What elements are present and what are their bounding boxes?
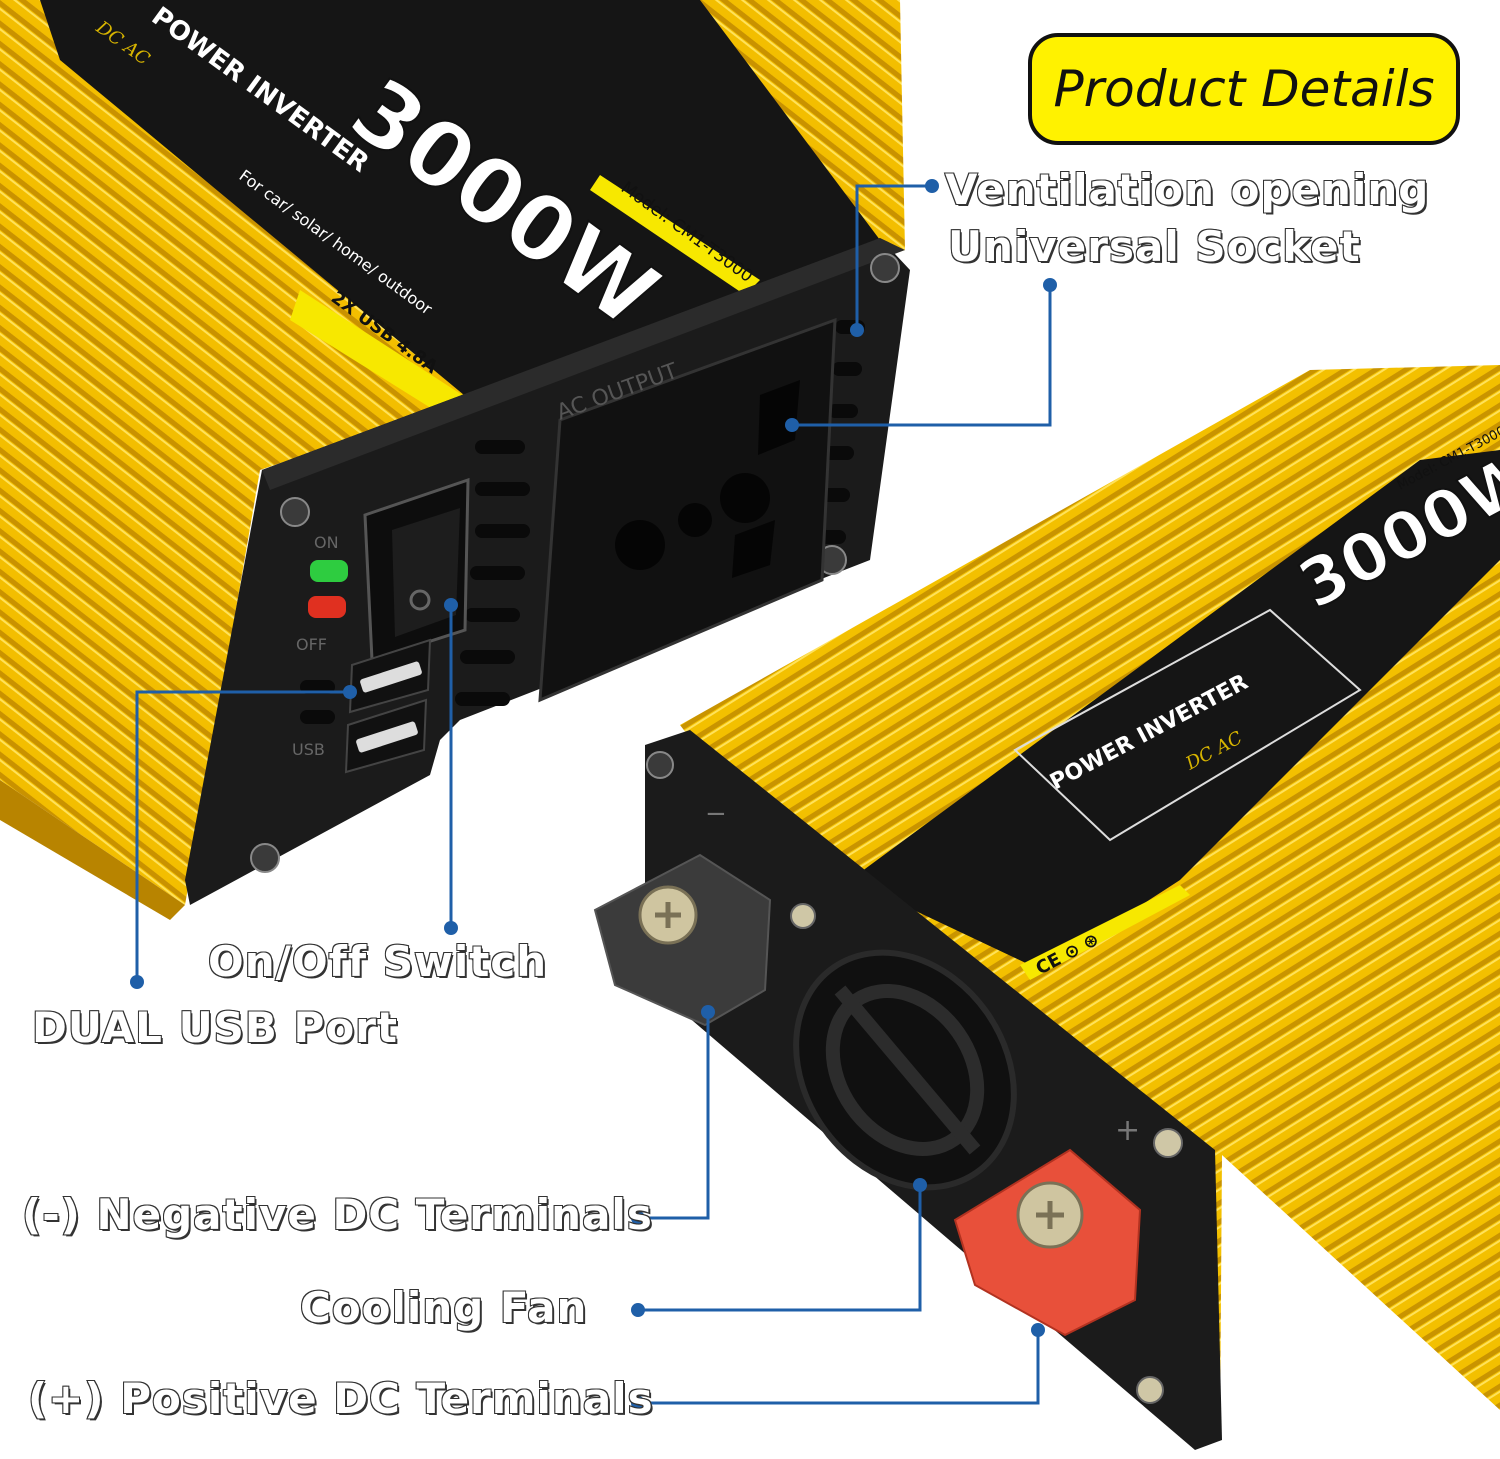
top-label-panel	[40, 0, 880, 400]
top-label-panel-bottom	[850, 450, 1500, 965]
dual-usb-port-label: DUAL USB Port	[31, 1002, 398, 1053]
negative-symbol: −	[705, 799, 727, 829]
positive-dc-terminals-label: (+) Positive DC Terminals	[27, 1373, 654, 1424]
off-label: OFF	[296, 635, 327, 654]
callout-leader-lines	[135, 184, 1052, 1405]
screw-icon	[250, 843, 280, 873]
cooling-fan	[793, 949, 1017, 1191]
on-off-switch-label: On/Off Switch	[207, 936, 548, 987]
power-led-green	[310, 560, 348, 582]
screw-icon	[790, 903, 816, 929]
fault-led-red	[308, 596, 346, 618]
inverter-top-unit: 3000W POWER INVERTER Model: CM1-T3000 Fo…	[0, 0, 910, 920]
inverter-illustration-icon	[1013, 608, 1362, 842]
ventilation-opening-label: Ventilation opening	[944, 164, 1430, 215]
product-details-title-box: Product Details	[1028, 33, 1460, 145]
screw-icon	[1136, 1376, 1164, 1404]
screw-icon	[870, 253, 900, 283]
usb-label: USB	[292, 740, 325, 759]
screw-icon	[1153, 1128, 1183, 1158]
product-details-title: Product Details	[1053, 60, 1435, 118]
callout-dots	[130, 179, 1057, 1410]
screw-icon	[280, 497, 310, 527]
universal-socket-label: Universal Socket	[947, 221, 1361, 272]
on-label: ON	[314, 533, 339, 552]
cooling-fan-label: Cooling Fan	[299, 1282, 588, 1333]
positive-symbol: +	[1115, 1113, 1140, 1148]
screw-icon	[646, 751, 674, 779]
negative-dc-terminals-label: (-) Negative DC Terminals	[21, 1189, 653, 1240]
inverter-bottom-unit: 3000W POWER INVERTER Model: CM1-T3000 DC…	[593, 365, 1500, 1450]
